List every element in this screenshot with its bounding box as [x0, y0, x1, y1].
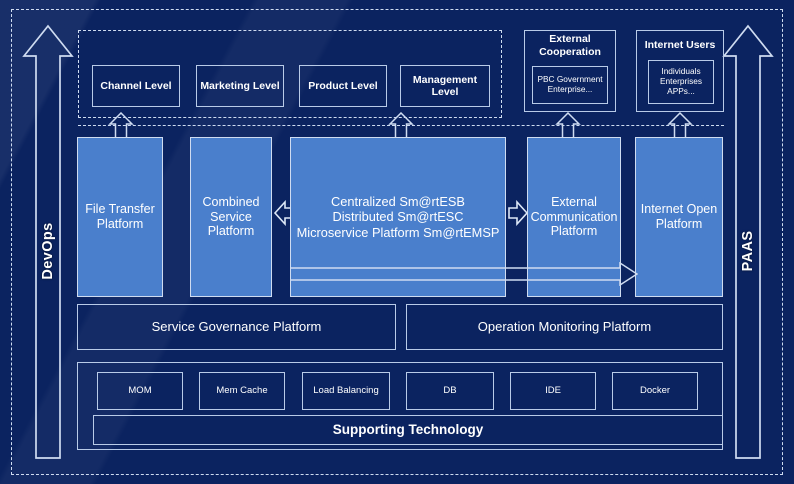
- supporting-technology-banner: Supporting Technology: [93, 415, 723, 445]
- operation-monitoring-platform-box[interactable]: Operation Monitoring Platform: [406, 304, 723, 350]
- marketing-level-box[interactable]: Marketing Level: [196, 65, 284, 107]
- management-level-box[interactable]: Management Level: [400, 65, 490, 107]
- external-cooperation-inner-box: PBC Government Enterprise...: [532, 66, 608, 104]
- combined-service-platform-label: Combined Service Platform: [202, 194, 260, 239]
- product-level-label: Product Level: [308, 79, 378, 92]
- operation-monitoring-platform-label: Operation Monitoring Platform: [477, 319, 652, 335]
- internet-users-box[interactable]: [636, 30, 724, 112]
- outer-frame: [11, 9, 783, 475]
- core-line-2: Distributed Sm@rtESC: [332, 209, 464, 225]
- tier-divider: [78, 125, 724, 126]
- tech-box-mom[interactable]: MOM: [97, 372, 183, 410]
- consumer-level-group: [78, 30, 502, 118]
- devops-up-arrow-icon: [22, 24, 74, 459]
- arrow-right-core-to-external: [508, 200, 528, 226]
- long-right-arrow-icon: [290, 262, 638, 286]
- tech-box-ide[interactable]: IDE: [510, 372, 596, 410]
- marketing-level-label: Marketing Level: [200, 79, 280, 92]
- arrow-up-external-cooperation: [555, 112, 581, 140]
- service-governance-platform-label: Service Governance Platform: [151, 319, 322, 335]
- tech-label-mem-cache: Mem Cache: [216, 385, 268, 397]
- channel-level-box[interactable]: Channel Level: [92, 65, 180, 107]
- external-communication-platform-box[interactable]: External Communication Platform: [527, 137, 621, 297]
- supporting-technology-label: Supporting Technology: [332, 422, 484, 438]
- right-arrow-icon: [508, 200, 528, 226]
- tech-label-db: DB: [443, 385, 457, 397]
- core-line-3: Microservice Platform Sm@rtEMSP: [296, 224, 500, 240]
- devops-label: DevOps: [40, 222, 56, 280]
- tech-box-db[interactable]: DB: [406, 372, 494, 410]
- file-transfer-platform-label: File Transfer Platform: [85, 202, 155, 231]
- external-communication-platform-label: External Communication Platform: [530, 194, 618, 239]
- paas-rail: PAAS: [722, 22, 774, 462]
- internet-users-inner-box: Individuals Enterprises APPs...: [648, 60, 714, 104]
- product-level-box[interactable]: Product Level: [299, 65, 387, 107]
- external-cooperation-box[interactable]: [524, 30, 616, 112]
- tech-label-load-balancing: Load Balancing: [313, 385, 379, 397]
- tech-box-docker[interactable]: Docker: [612, 372, 698, 410]
- arrow-up-management: [388, 112, 414, 140]
- external-cooperation-inner-label: PBC Government Enterprise...: [537, 74, 603, 94]
- devops-rail: DevOps: [22, 22, 74, 462]
- internet-open-platform-label: Internet Open Platform: [640, 202, 718, 231]
- file-transfer-platform-box[interactable]: File Transfer Platform: [77, 137, 163, 297]
- internet-open-platform-box[interactable]: Internet Open Platform: [635, 137, 723, 297]
- up-arrow-icon: [555, 112, 581, 140]
- internet-users-inner-label: Individuals Enterprises APPs...: [660, 66, 702, 96]
- core-line-1: Centralized Sm@rtESB: [331, 194, 465, 210]
- paas-up-arrow-icon: [722, 24, 774, 459]
- up-arrow-icon: [388, 112, 414, 140]
- tech-label-mom: MOM: [128, 385, 152, 397]
- tech-label-docker: Docker: [639, 385, 671, 397]
- supporting-technology-group: [77, 362, 723, 450]
- arrow-up-channel: [108, 112, 134, 140]
- paas-label: PAAS: [740, 230, 756, 272]
- arrow-core-to-internet-open: [290, 262, 638, 286]
- management-level-label: Management Level: [412, 73, 478, 98]
- core-esb-platform-box[interactable]: Centralized Sm@rtESB Distributed Sm@rtES…: [290, 137, 506, 297]
- external-cooperation-title: External Cooperation: [539, 33, 601, 58]
- tech-box-mem-cache[interactable]: Mem Cache: [199, 372, 285, 410]
- combined-service-platform-box[interactable]: Combined Service Platform: [190, 137, 272, 297]
- tech-label-ide: IDE: [545, 385, 561, 397]
- arrow-up-internet-users: [667, 112, 693, 140]
- tech-box-load-balancing[interactable]: Load Balancing: [302, 372, 390, 410]
- internet-users-title: Internet Users: [644, 39, 716, 51]
- up-arrow-icon: [667, 112, 693, 140]
- up-arrow-icon: [108, 112, 134, 140]
- channel-level-label: Channel Level: [100, 79, 172, 92]
- service-governance-platform-box[interactable]: Service Governance Platform: [77, 304, 396, 350]
